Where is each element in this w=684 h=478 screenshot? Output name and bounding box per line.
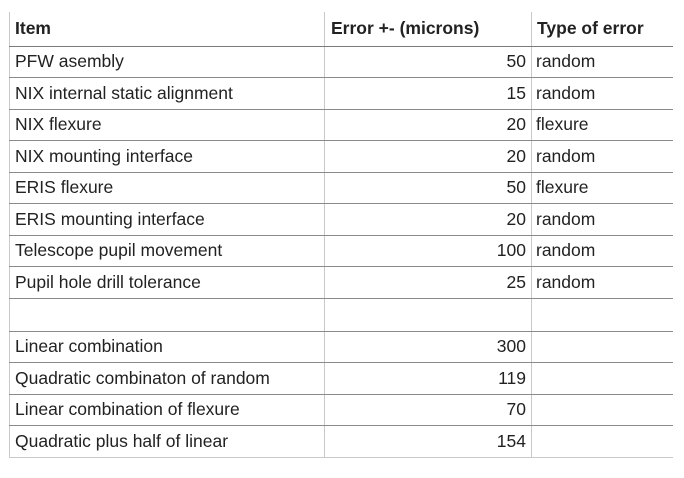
table-row: ERIS mounting interface 20 random (9, 203, 673, 236)
summary-row: Linear combination of flexure 70 (9, 394, 673, 426)
cell-type[interactable] (531, 425, 673, 458)
cell-error[interactable]: 20 (324, 203, 532, 236)
cell-item[interactable]: ERIS flexure (9, 172, 325, 204)
cell-type[interactable]: random (531, 203, 673, 236)
summary-row: Quadratic plus half of linear 154 (9, 425, 673, 458)
cell-type[interactable]: random (531, 266, 673, 299)
cell-item[interactable]: ERIS mounting interface (9, 203, 325, 236)
table-row: Telescope pupil movement 100 random (9, 235, 673, 267)
cell-empty[interactable] (531, 298, 673, 332)
cell-error[interactable]: 119 (324, 362, 532, 395)
table-row: Pupil hole drill tolerance 25 random (9, 266, 673, 299)
cell-error[interactable]: 20 (324, 109, 532, 141)
cell-error[interactable]: 20 (324, 140, 532, 173)
cell-item[interactable]: NIX mounting interface (9, 140, 325, 173)
cell-type[interactable]: random (531, 77, 673, 110)
cell-error[interactable]: 100 (324, 235, 532, 267)
cell-error[interactable]: 154 (324, 425, 532, 458)
cell-type[interactable]: random (531, 46, 673, 78)
cell-type[interactable] (531, 394, 673, 426)
cell-item[interactable]: NIX internal static alignment (9, 77, 325, 110)
table-row: NIX mounting interface 20 random (9, 140, 673, 173)
cell-empty[interactable] (9, 298, 325, 332)
error-budget-table: Item Error +- (microns) Type of error PF… (9, 12, 673, 458)
cell-item[interactable]: Pupil hole drill tolerance (9, 266, 325, 299)
cell-empty[interactable] (324, 298, 532, 332)
cell-error[interactable]: 50 (324, 46, 532, 78)
summary-row: Linear combination 300 (9, 331, 673, 363)
cell-item[interactable]: Linear combination (9, 331, 325, 363)
error-budget-sheet: Item Error +- (microns) Type of error PF… (9, 12, 673, 458)
cell-type[interactable] (531, 331, 673, 363)
header-row: Item Error +- (microns) Type of error (9, 12, 673, 47)
table-row: PFW asembly 50 random (9, 46, 673, 78)
cell-item[interactable]: NIX flexure (9, 109, 325, 141)
cell-item[interactable]: Linear combination of flexure (9, 394, 325, 426)
table-row: ERIS flexure 50 flexure (9, 172, 673, 204)
cell-error[interactable]: 25 (324, 266, 532, 299)
cell-item[interactable]: Telescope pupil movement (9, 235, 325, 267)
header-error[interactable]: Error +- (microns) (324, 12, 532, 47)
table-row: NIX internal static alignment 15 random (9, 77, 673, 110)
cell-error[interactable]: 15 (324, 77, 532, 110)
cell-type[interactable]: random (531, 140, 673, 173)
header-type[interactable]: Type of error (531, 12, 673, 47)
cell-type[interactable]: flexure (531, 172, 673, 204)
cell-item[interactable]: Quadratic combinaton of random (9, 362, 325, 395)
cell-error[interactable]: 70 (324, 394, 532, 426)
cell-item[interactable]: PFW asembly (9, 46, 325, 78)
blank-row (9, 298, 673, 332)
summary-row: Quadratic combinaton of random 119 (9, 362, 673, 395)
cell-error[interactable]: 50 (324, 172, 532, 204)
header-item[interactable]: Item (9, 12, 325, 47)
cell-item[interactable]: Quadratic plus half of linear (9, 425, 325, 458)
cell-type[interactable]: flexure (531, 109, 673, 141)
cell-type[interactable]: random (531, 235, 673, 267)
table-row: NIX flexure 20 flexure (9, 109, 673, 141)
cell-type[interactable] (531, 362, 673, 395)
cell-error[interactable]: 300 (324, 331, 532, 363)
